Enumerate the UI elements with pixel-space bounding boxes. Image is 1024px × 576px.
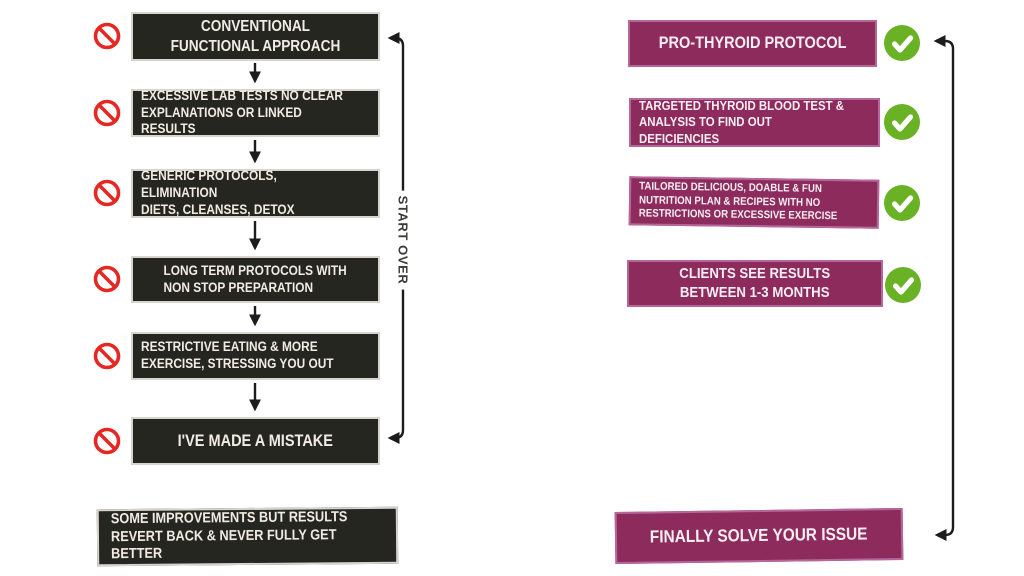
step-conventional-functional-approach: CONVENTIONAL FUNCTIONAL APPROACH <box>131 12 380 61</box>
step-clients-see-results: CLIENTS SEE RESULTS BETWEEN 1-3 MONTHS <box>627 260 883 307</box>
prohibition-icon <box>93 99 121 127</box>
step-text: CONVENTIONAL FUNCTIONAL APPROACH <box>170 18 341 55</box>
prohibition-icon <box>93 22 121 50</box>
step-text: EXCESSIVE LAB TESTS NO CLEAR EXPLANATION… <box>141 87 344 137</box>
protocol-loop-arrow <box>933 35 955 541</box>
step-generic-protocols: GENERIC PROTOCOLS, ELIMINATION DIETS, CL… <box>131 168 380 218</box>
prohibition-icon <box>93 265 121 293</box>
step-targeted-blood-test: TARGETED THYROID BLOOD TEST & ANALYSIS T… <box>629 98 880 147</box>
step-text: I'VE MADE A MISTAKE <box>177 431 334 450</box>
outcome-finally-solve-your-issue: FINALLY SOLVE YOUR ISSUE <box>614 507 904 565</box>
outcome-text: SOME IMPROVEMENTS BUT RESULTS REVERT BAC… <box>110 508 348 563</box>
step-restrictive-eating: RESTRICTIVE EATING & MORE EXERCISE, STRE… <box>131 332 380 380</box>
step-long-term-protocols: LONG TERM PROTOCOLS WITH NON STOP PREPAR… <box>131 256 380 303</box>
start-over-label: START OVER <box>393 190 413 290</box>
step-pro-thyroid-protocol: PRO-THYROID PROTOCOL <box>628 20 877 67</box>
step-text: CLIENTS SEE RESULTS BETWEEN 1-3 MONTHS <box>679 264 831 301</box>
check-circle-icon <box>884 185 920 221</box>
prohibition-icon <box>93 427 121 455</box>
step-text: LONG TERM PROTOCOLS WITH NON STOP PREPAR… <box>163 262 348 295</box>
step-text: TARGETED THYROID BLOOD TEST & ANALYSIS T… <box>639 98 845 146</box>
prohibition-icon <box>93 342 121 370</box>
check-circle-icon <box>885 267 921 303</box>
outcome-some-improvements: SOME IMPROVEMENTS BUT RESULTS REVERT BAC… <box>96 506 399 567</box>
check-circle-icon <box>884 104 920 140</box>
check-circle-icon <box>884 25 920 61</box>
step-text: PRO-THYROID PROTOCOL <box>658 34 847 53</box>
step-ive-made-a-mistake: I'VE MADE A MISTAKE <box>131 417 380 465</box>
step-text: RESTRICTIVE EATING & MORE EXERCISE, STRE… <box>141 339 334 371</box>
step-text: GENERIC PROTOCOLS, ELIMINATION DIETS, CL… <box>141 168 295 217</box>
step-text: TAILORED DELICIOUS, DOABLE & FUN NUTRITI… <box>638 180 838 223</box>
step-excessive-lab-tests: EXCESSIVE LAB TESTS NO CLEAR EXPLANATION… <box>131 87 380 137</box>
step-tailored-nutrition-plan: TAILORED DELICIOUS, DOABLE & FUN NUTRITI… <box>628 176 880 229</box>
outcome-text: FINALLY SOLVE YOUR ISSUE <box>650 523 868 547</box>
prohibition-icon <box>93 179 121 207</box>
